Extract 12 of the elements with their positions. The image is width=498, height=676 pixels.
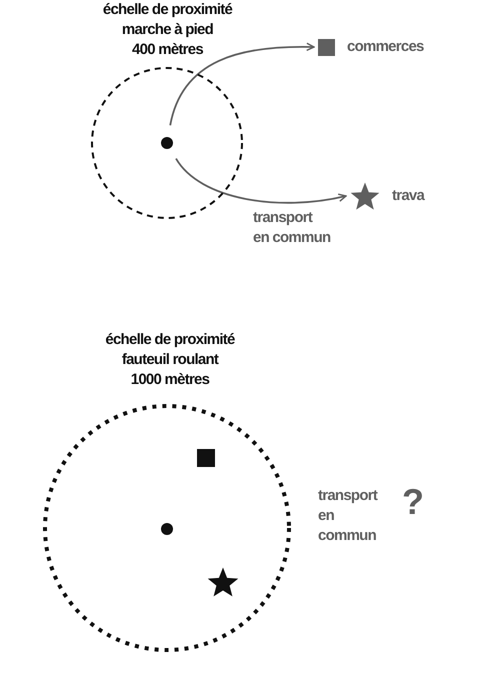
scale-heading: 1000 mètres	[130, 370, 210, 390]
scale-heading: échelle de proximité	[105, 330, 235, 350]
curved-arrow	[175, 158, 347, 204]
transit-note: transport en commun	[318, 486, 379, 546]
scale-heading: échelle de proximité	[102, 0, 232, 20]
destination-label: trava	[392, 186, 424, 206]
destination-label: commerces	[347, 36, 424, 57]
scale-heading: fauteuil roulant	[122, 350, 218, 370]
question-mark: ?	[402, 482, 424, 522]
curved-arrow	[169, 42, 315, 126]
scale-heading: 400 mètres	[132, 40, 203, 60]
scale-heading: marche à pied	[122, 20, 214, 40]
